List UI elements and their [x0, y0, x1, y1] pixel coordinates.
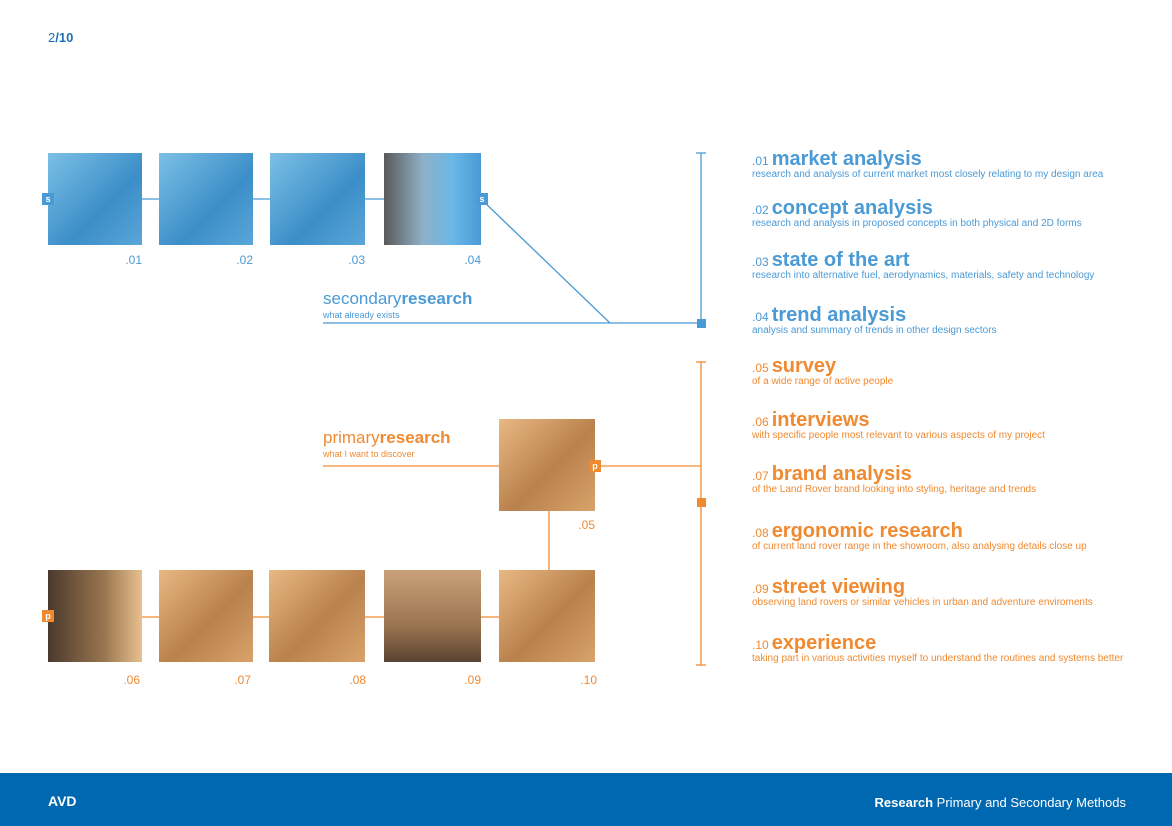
- avd-logo: AVD: [48, 793, 77, 809]
- primary-marker: p: [42, 610, 54, 622]
- primary-image-10: [499, 570, 595, 662]
- image-label: .01: [125, 253, 142, 267]
- image-label: .02: [236, 253, 253, 267]
- primary-image-09: [384, 570, 481, 662]
- footer-bar: AVD Research Primary and Secondary Metho…: [0, 773, 1172, 826]
- image-label: .10: [580, 673, 597, 687]
- primary-image-07: [159, 570, 253, 662]
- image-label: .03: [348, 253, 365, 267]
- primary-image-06: [48, 570, 142, 662]
- primary-node: [697, 498, 706, 507]
- primary-research-heading: primaryresearch what I want to discover: [323, 428, 451, 459]
- secondary-image-02: [159, 153, 253, 245]
- primary-image-05: [499, 419, 595, 511]
- primary-image-08: [269, 570, 365, 662]
- image-label: .07: [234, 673, 251, 687]
- image-label: .04: [464, 253, 481, 267]
- footer-title: Research Primary and Secondary Methods: [874, 795, 1126, 810]
- primary-marker: p: [589, 460, 601, 472]
- image-label: .09: [464, 673, 481, 687]
- secondary-image-01: [48, 153, 142, 245]
- primary-subtitle: what I want to discover: [323, 449, 415, 459]
- secondary-node: [697, 319, 706, 328]
- secondary-image-03: [270, 153, 365, 245]
- image-label: .08: [349, 673, 366, 687]
- image-label: .06: [123, 673, 140, 687]
- secondary-marker: s: [42, 193, 54, 205]
- secondary-marker: s: [476, 193, 488, 205]
- secondary-subtitle: what already exists: [323, 310, 400, 320]
- image-label: .05: [578, 518, 595, 532]
- secondary-research-heading: secondaryresearch what already exists: [323, 289, 473, 320]
- secondary-image-04: [384, 153, 481, 245]
- page-number: 2/10: [48, 30, 74, 45]
